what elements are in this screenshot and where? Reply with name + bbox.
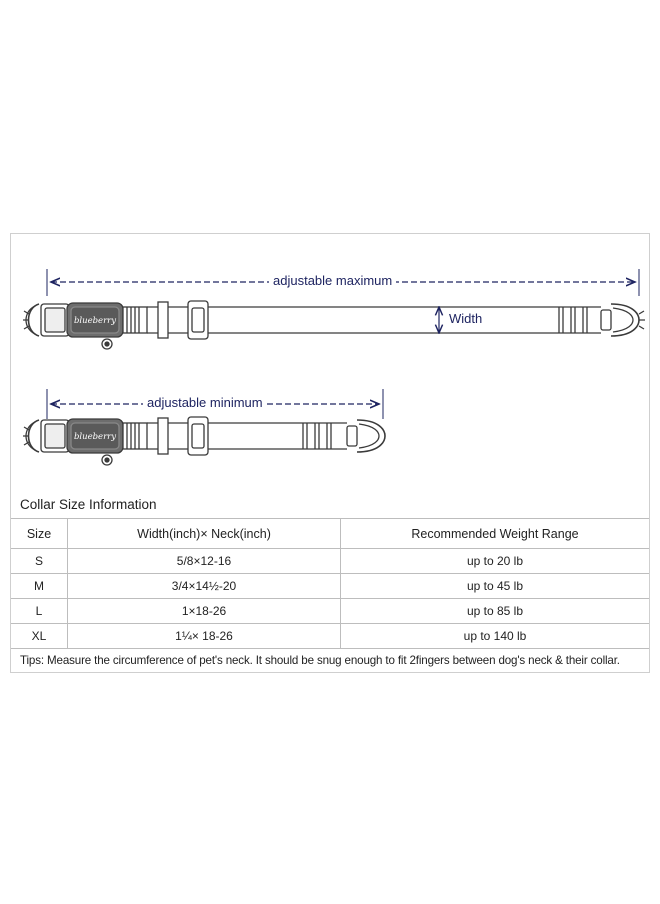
max-collar: blueberry <box>23 300 645 350</box>
cell-size: L <box>11 598 68 624</box>
brand-logo-max: blueberry <box>74 316 116 326</box>
cell-weight: up to 85 lb <box>340 598 649 624</box>
cell-size: XL <box>11 623 68 649</box>
brand-logo-min: blueberry <box>74 432 116 442</box>
collar-size-card: blueberry <box>10 233 650 673</box>
cell-size: S <box>11 548 68 574</box>
adjustable-maximum-label: adjustable maximum <box>269 273 397 288</box>
header-size: Size <box>11 518 68 549</box>
cell-dimensions: 3/4×14½-20 <box>67 573 341 599</box>
cell-dimensions: 1¼× 18-26 <box>67 623 341 649</box>
cell-dimensions: 5/8×12-16 <box>67 548 341 574</box>
table-row: M 3/4×14½-20 up to 45 lb <box>11 573 649 599</box>
collar-illustration: blueberry <box>11 234 651 489</box>
collar-diagram-svg: blueberry <box>23 269 645 466</box>
size-table: Size Width(inch)× Neck(inch) Recommended… <box>11 518 649 649</box>
size-info-title: Collar Size Information <box>20 497 157 512</box>
header-weight-range: Recommended Weight Range <box>340 518 649 549</box>
table-row: L 1×18-26 up to 85 lb <box>11 598 649 624</box>
cell-size: M <box>11 573 68 599</box>
table-header-row: Size Width(inch)× Neck(inch) Recommended… <box>11 518 649 549</box>
width-label: Width <box>449 311 483 326</box>
adjustable-minimum-label: adjustable minimum <box>143 395 267 410</box>
cell-weight: up to 140 lb <box>340 623 649 649</box>
min-collar: blueberry <box>23 416 386 466</box>
tips-text: Tips: Measure the circumference of pet's… <box>20 654 620 667</box>
cell-weight: up to 20 lb <box>340 548 649 574</box>
table-row: XL 1¼× 18-26 up to 140 lb <box>11 623 649 649</box>
header-width-neck: Width(inch)× Neck(inch) <box>67 518 341 549</box>
table-row: S 5/8×12-16 up to 20 lb <box>11 548 649 574</box>
cell-weight: up to 45 lb <box>340 573 649 599</box>
cell-dimensions: 1×18-26 <box>67 598 341 624</box>
